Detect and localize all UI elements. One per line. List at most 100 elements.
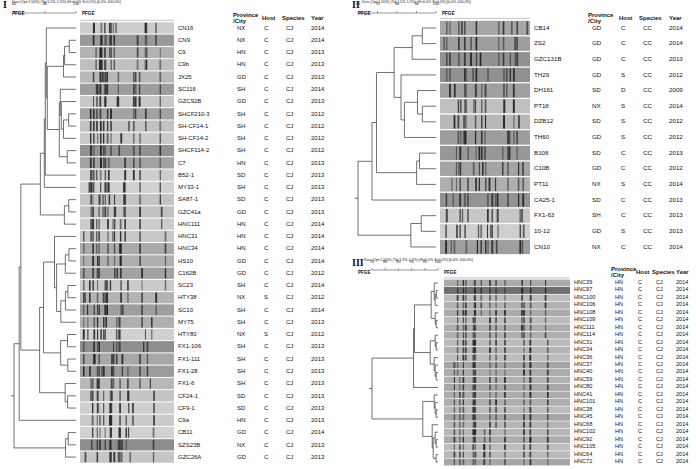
gel-band — [530, 385, 531, 391]
gel-band — [108, 182, 110, 192]
gel-band — [454, 414, 456, 420]
scale-number: 85 — [396, 260, 400, 264]
gel-band — [459, 225, 461, 238]
species-cell: CJ — [286, 196, 293, 202]
gel-band — [485, 84, 487, 97]
gel-band — [124, 195, 126, 205]
gel-band — [529, 437, 531, 443]
gel-band — [465, 302, 467, 308]
gel-lane — [80, 366, 174, 377]
column-header: Province /City — [588, 12, 618, 25]
gel-band — [515, 53, 516, 66]
dendrogram-branch — [434, 358, 438, 371]
gel-lane — [80, 451, 174, 462]
gel-band — [139, 170, 140, 180]
gel-band — [474, 399, 476, 405]
gel-lane — [440, 177, 530, 191]
gel-band — [459, 162, 461, 175]
gel-band — [475, 362, 476, 368]
isolate-name: HNC100 — [574, 295, 595, 301]
gel-band — [495, 392, 496, 398]
gel-band — [475, 407, 476, 413]
isolate-name: B108 — [534, 150, 548, 157]
gel-band — [130, 452, 131, 462]
gel-band — [547, 459, 548, 465]
gel-band — [90, 109, 92, 119]
dendrogram-branch — [68, 285, 76, 297]
host-cell: C — [264, 368, 268, 374]
province-cell: SH — [237, 343, 245, 349]
gel-band — [160, 109, 161, 119]
isolate-name: SC10 — [178, 307, 193, 313]
gel-band — [473, 437, 474, 443]
gel-band — [106, 182, 107, 192]
gel-band — [124, 231, 125, 241]
gel-lane — [444, 369, 570, 376]
gel-band — [489, 444, 490, 450]
species-cell: CJ — [656, 459, 663, 465]
gel-band — [92, 403, 93, 413]
isolate-name: JX25 — [178, 74, 192, 80]
province-cell: GD — [592, 56, 601, 63]
gel-band — [160, 182, 161, 192]
gel-band — [127, 293, 128, 303]
species-cell: CJ — [286, 417, 293, 423]
gel-lane — [444, 406, 570, 413]
dendrogram-branch — [69, 249, 76, 261]
gel-band — [90, 133, 91, 143]
gel-lane — [440, 162, 530, 176]
gel-band — [108, 170, 110, 180]
gel-band — [513, 84, 514, 97]
gel-band — [467, 193, 469, 206]
gel-band — [104, 440, 106, 450]
gel-band — [547, 347, 549, 353]
gel-lane — [444, 436, 570, 443]
gel-band — [147, 354, 148, 364]
host-cell: C — [638, 302, 642, 308]
gel-band — [474, 429, 476, 435]
gel-band — [118, 72, 120, 82]
year-cell: 2014 — [676, 325, 688, 331]
gel-lane — [80, 120, 174, 131]
gel-band — [504, 317, 506, 323]
gel-band — [521, 295, 522, 301]
gel-band — [475, 444, 476, 450]
gel-band — [518, 115, 520, 128]
species-cell: CC — [643, 228, 652, 235]
province-cell: HN — [615, 325, 623, 331]
gel-band — [97, 305, 98, 315]
gel-band — [124, 219, 126, 229]
gel-band — [121, 354, 123, 364]
gel-band — [474, 317, 476, 323]
gel-band — [128, 427, 129, 437]
gel-band — [463, 317, 464, 323]
gel-lane — [444, 347, 570, 354]
gel-band — [110, 391, 111, 401]
dendrogram-branch — [435, 402, 438, 413]
gel-band — [463, 407, 465, 413]
year-cell: 2014 — [676, 340, 688, 346]
gel-band — [529, 392, 530, 398]
dendrogram-branch — [46, 28, 76, 98]
year-cell: 2013 — [669, 56, 683, 63]
isolate-name: HNC34 — [574, 347, 592, 353]
gel-band — [98, 231, 100, 241]
gel-band — [114, 268, 115, 278]
gel-lane — [80, 353, 174, 364]
isolate-name: C9b — [178, 61, 189, 67]
isolate-name: HNC92 — [574, 437, 592, 443]
dendrogram-branch — [422, 28, 436, 44]
host-cell: C — [264, 319, 268, 325]
gel-band — [94, 354, 95, 364]
gel-band — [457, 317, 458, 323]
province-cell: GD — [592, 228, 601, 235]
province-cell: HN — [237, 417, 246, 423]
gel-band — [465, 295, 467, 301]
species-cell: CJ — [286, 233, 293, 239]
province-cell: SD — [237, 393, 245, 399]
gel-band — [139, 207, 141, 217]
gel-band — [521, 280, 522, 286]
gel-band — [90, 182, 92, 192]
gel-band — [519, 209, 521, 222]
gel-band — [503, 115, 504, 128]
